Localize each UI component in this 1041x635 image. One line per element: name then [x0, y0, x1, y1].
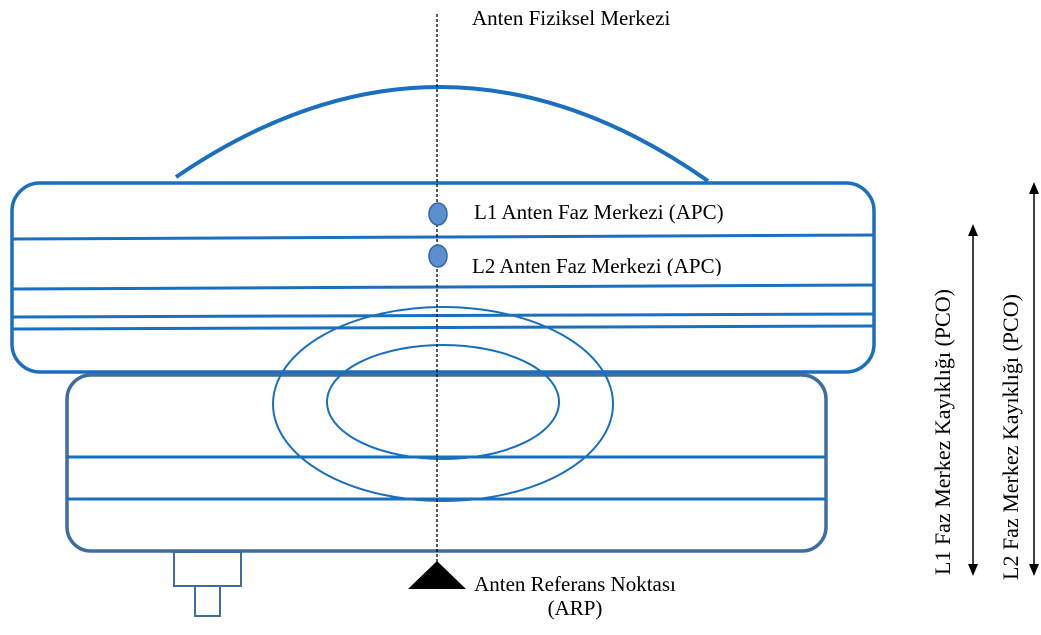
- physical-center-label: Anten Fiziksel Merkezi: [472, 6, 671, 30]
- l2-pco-arrowhead-top: [1029, 182, 1039, 194]
- upper-stripe-2: [11, 283, 875, 291]
- antenna-dome: [174, 85, 710, 183]
- upper-stripe-1: [11, 233, 875, 241]
- l1-pco-arrowhead-top: [968, 224, 978, 236]
- upper-body: [10, 181, 876, 374]
- arp-label-line1: Anten Referans Noktası: [474, 572, 676, 596]
- l1-phase-center-dot: [428, 202, 448, 226]
- l1-pco-arrowhead-bottom: [968, 564, 978, 576]
- upper-stripe-3: [11, 312, 875, 319]
- l1-pco-label: L1 Faz Merkez Kayıklığı (PCO): [930, 289, 955, 575]
- l2-apc-label: L2 Anten Faz Merkezi (APC): [472, 254, 722, 276]
- connector-outer: [173, 551, 242, 587]
- arp-label: Anten Referans Noktası (ARP): [470, 572, 680, 620]
- arp-marker: [408, 561, 466, 589]
- l1-apc-label: L1 Anten Faz Merkezi (APC): [474, 200, 724, 224]
- l2-phase-center-dot: [428, 244, 448, 268]
- l2-pco-label: L2 Faz Merkez Kayıklığı (PCO): [998, 294, 1023, 580]
- arp-label-line2: (ARP): [547, 596, 603, 621]
- lower-body: [65, 373, 828, 553]
- inner-ellipse: [326, 344, 560, 460]
- l2-pco-arrowhead-bottom: [1029, 564, 1039, 576]
- connector-inner: [194, 585, 221, 617]
- outer-ellipse: [272, 306, 614, 502]
- upper-stripe-4: [11, 324, 875, 331]
